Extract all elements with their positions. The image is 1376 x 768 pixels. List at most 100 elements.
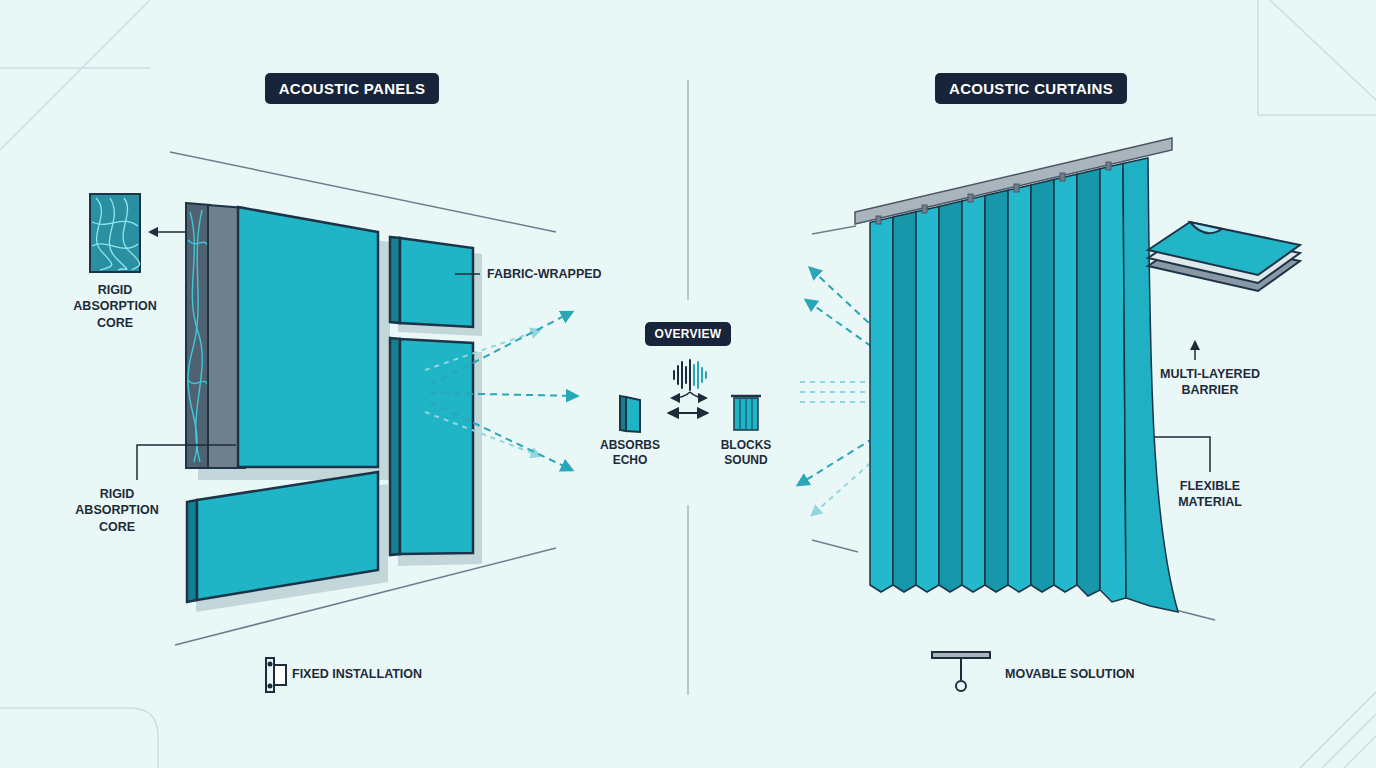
absorbed-sound-waves	[430, 402, 572, 470]
absorbed-sound-waves	[425, 412, 540, 456]
big-acoustic-panel	[190, 212, 202, 462]
overview-badge: OVERVIEW	[645, 322, 732, 346]
acoustic-curtain	[1054, 174, 1077, 592]
sound-wave-icon	[673, 371, 675, 379]
corner-decoration	[1344, 736, 1376, 768]
acoustic-curtain	[968, 194, 973, 202]
feature-label: FIXED INSTALLATION	[292, 666, 422, 682]
core-inset	[92, 221, 138, 226]
corner-decoration	[0, 708, 158, 768]
absorbed-sound-waves	[425, 330, 540, 370]
corner-decoration	[1257, 0, 1259, 115]
sound-wave-icon	[689, 360, 691, 390]
big-acoustic-panel	[188, 380, 208, 386]
panel-icon	[626, 397, 640, 432]
big-acoustic-panel	[238, 207, 378, 467]
small-acoustic-panel	[390, 237, 400, 323]
small-acoustic-panel	[390, 237, 482, 336]
wall-perspective-line	[170, 152, 1215, 645]
big-acoustic-panel	[188, 240, 208, 246]
curtain-rail-icon	[956, 681, 966, 691]
acoustic-curtain	[1123, 158, 1178, 612]
curtain-icon	[731, 396, 761, 430]
bottom-acoustic-panel	[197, 472, 378, 600]
sound-wave-icon	[674, 360, 706, 390]
leader-arrow	[1194, 342, 1196, 360]
bottom-acoustic-panel	[187, 500, 197, 602]
feature-label: MOVABLE SOLUTION	[1005, 666, 1135, 682]
corner-decoration	[1322, 714, 1376, 768]
acoustic-curtain	[1031, 180, 1054, 593]
wall-perspective-line	[812, 226, 856, 234]
core-inset	[109, 198, 126, 270]
acoustic-curtain	[985, 190, 1008, 592]
absorbed-sound-waves	[430, 393, 577, 396]
leader-line	[1154, 437, 1210, 472]
acoustic-curtain	[870, 217, 893, 592]
wall-bracket-icon	[266, 658, 274, 692]
part-label: FABRIC-WRAPPED	[487, 266, 602, 282]
wall-bracket-icon	[274, 665, 286, 685]
acoustic-curtain	[893, 212, 916, 592]
acoustic-curtain	[876, 216, 881, 224]
tall-acoustic-panel	[390, 338, 400, 555]
wall-bracket-icon	[269, 685, 272, 688]
sound-wave-icon	[701, 368, 703, 382]
node-text: BLOCKS SOUND	[710, 438, 782, 468]
core-inset	[90, 194, 140, 272]
divider-line	[687, 80, 689, 300]
sound-wave-icon	[697, 362, 699, 388]
divider-line	[687, 80, 689, 695]
sound-wave-icon	[705, 372, 707, 378]
acoustic-curtain	[916, 206, 939, 592]
layered-material-swatch	[1148, 222, 1300, 291]
part-label: FLEXIBLE MATERIAL	[1164, 478, 1256, 511]
absorbed-sound-waves	[425, 312, 577, 470]
corner-decoration	[1270, 0, 1376, 100]
acoustic-curtain	[1077, 169, 1100, 596]
core-inset	[92, 198, 140, 270]
wall-perspective-line	[812, 540, 858, 552]
section-heading: ACOUSTIC CURTAINS	[935, 73, 1127, 104]
acoustic-curtain	[1106, 162, 1111, 170]
acoustic-curtain	[922, 205, 927, 213]
split-arrow	[672, 392, 706, 398]
corner-decoration	[0, 67, 150, 69]
corner-decoration	[1300, 692, 1376, 768]
curtain-icon	[734, 398, 758, 430]
curtain-icon	[751, 398, 753, 430]
core-inset	[123, 198, 140, 270]
core-inset	[96, 198, 112, 270]
bottom-acoustic-panel	[187, 472, 388, 612]
part-label: MULTI-LAYERED BARRIER	[1150, 366, 1270, 399]
small-acoustic-panel	[400, 238, 473, 327]
sound-wave-icon	[681, 362, 683, 388]
leader-line	[455, 273, 480, 275]
acoustic-curtain	[1008, 185, 1031, 592]
section-heading: ACOUSTIC PANELS	[265, 73, 440, 104]
node-text: ACOUSTIC CURTAINS	[949, 80, 1113, 97]
absorbed-sound-waves	[430, 312, 572, 385]
curtain-icon	[745, 398, 747, 430]
icon-caption-box: BLOCKS SOUND	[710, 392, 782, 468]
sound-wave-icon	[685, 367, 687, 383]
curtain-rail-icon	[960, 658, 962, 680]
acoustic-curtain	[855, 138, 1178, 612]
split-arrow	[672, 392, 690, 398]
big-acoustic-panel	[188, 210, 208, 462]
icon-caption-box: ABSORBS ECHO	[594, 392, 666, 468]
tall-acoustic-panel	[400, 339, 473, 554]
part-label: RIGID ABSORPTION CORE	[65, 282, 165, 331]
big-acoustic-panel	[188, 210, 202, 462]
acoustic-curtain	[1014, 184, 1019, 192]
layered-material-swatch	[1148, 222, 1300, 275]
core-inset	[92, 244, 138, 248]
layered-material-swatch	[1190, 222, 1222, 233]
tall-acoustic-panel	[390, 338, 482, 566]
curtain-rail-icon	[932, 652, 990, 691]
curtain-rail-icon	[932, 652, 990, 658]
